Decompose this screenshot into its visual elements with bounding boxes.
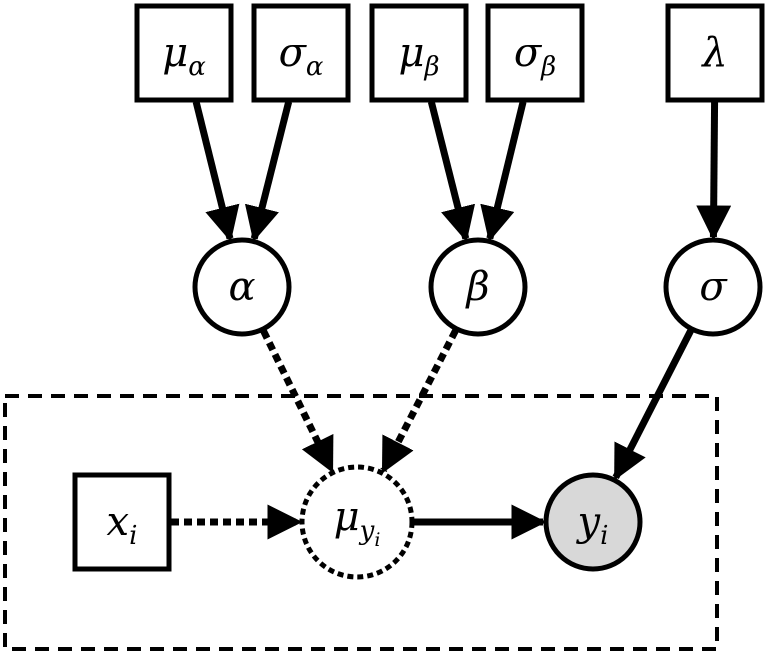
node-beta-symbol: β xyxy=(464,264,489,310)
node-mu_alpha-square xyxy=(134,3,234,103)
node-mu_y_i-symbol: μ xyxy=(334,494,360,540)
node-lambda-label: λ xyxy=(700,30,727,76)
node-sigma_beta-subscript: β xyxy=(540,52,556,82)
node-x_i-symbol: x xyxy=(107,499,130,545)
plate xyxy=(3,394,719,651)
node-x_i-label: xi xyxy=(107,499,138,551)
node-beta-label: β xyxy=(464,264,489,310)
node-sigma-label: σ xyxy=(699,264,728,310)
node-mu_alpha-symbol: μ xyxy=(162,30,188,76)
node-mu_y_i: μyi xyxy=(299,464,415,580)
node-mu_beta-symbol: μ xyxy=(398,30,424,76)
node-sigma: σ xyxy=(663,237,763,337)
node-alpha-label: α xyxy=(228,264,255,310)
node-alpha: α xyxy=(192,237,292,337)
edge-lambda-to-sigma xyxy=(696,101,732,241)
node-mu_alpha: μα xyxy=(134,3,234,103)
node-lambda: λ xyxy=(665,3,765,103)
edge-alpha-to-mu_y_i xyxy=(260,329,335,474)
edge-sigma-to-y_i xyxy=(612,329,694,481)
node-mu_y_i-subscript: y xyxy=(359,516,375,546)
node-sigma_alpha-subscript: α xyxy=(306,52,324,82)
node-mu_beta-subscript: β xyxy=(423,52,439,82)
node-mu_y_i-subsubscript: i xyxy=(374,529,380,551)
edge-sigma_alpha-to-alpha xyxy=(244,101,293,242)
node-y_i-symbol: y xyxy=(576,499,602,545)
node-mu_y_i-label: μyi xyxy=(334,494,381,551)
node-lambda-square xyxy=(665,3,765,103)
node-sigma-symbol: σ xyxy=(699,264,728,310)
node-x_i-subscript: i xyxy=(129,521,137,551)
node-sigma_beta-label: σβ xyxy=(514,30,556,82)
node-mu_beta-square xyxy=(369,3,469,103)
node-alpha-symbol: α xyxy=(228,264,255,310)
node-mu_beta-label: μβ xyxy=(398,30,439,82)
node-sigma_alpha-symbol: σ xyxy=(279,30,308,76)
node-x_i: xi xyxy=(72,472,172,572)
node-y_i-subscript: i xyxy=(600,521,608,551)
node-sigma_alpha-label: σα xyxy=(279,30,324,82)
node-sigma_alpha: σα xyxy=(251,3,351,103)
node-x_i-square xyxy=(72,472,172,572)
node-mu_y_i-circle xyxy=(299,464,415,580)
node-beta-circle xyxy=(428,237,528,337)
edge-mu_alpha-to-alpha xyxy=(192,101,240,242)
node-sigma_beta: σβ xyxy=(485,3,585,103)
node-alpha-circle xyxy=(192,237,292,337)
node-y_i-label: yi xyxy=(576,499,609,551)
node-beta: β xyxy=(428,237,528,337)
edge-mu_beta-to-beta xyxy=(427,101,476,242)
edge-beta-to-mu_y_i xyxy=(380,328,459,474)
node-y_i: yi xyxy=(543,472,643,572)
node-mu_alpha-label: μα xyxy=(162,30,206,82)
node-sigma_alpha-square xyxy=(251,3,351,103)
node-sigma_beta-symbol: σ xyxy=(514,30,543,76)
node-sigma-circle xyxy=(663,237,763,337)
node-lambda-symbol: λ xyxy=(700,30,727,76)
node-sigma_beta-square xyxy=(485,3,585,103)
node-mu_alpha-subscript: α xyxy=(188,52,206,82)
node-y_i-circle xyxy=(543,472,643,572)
node-mu_beta: μβ xyxy=(369,3,469,103)
edges-layer xyxy=(171,101,732,540)
edge-sigma_beta-to-beta xyxy=(480,101,527,242)
